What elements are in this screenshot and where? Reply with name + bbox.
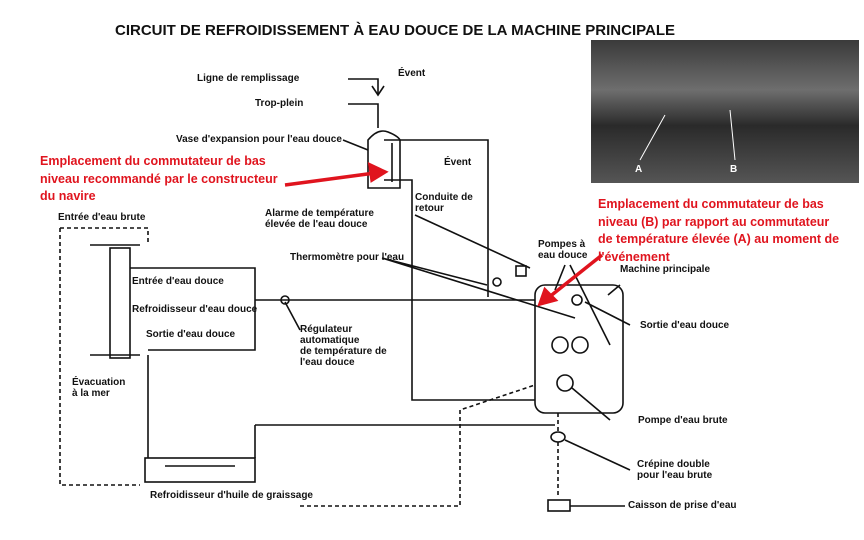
annotation-right-line: niveau (B) par rapport au commutateur: [598, 214, 830, 229]
label-strainer-1: Crépine double: [637, 459, 710, 470]
annotation-left-line: niveau recommandé par le constructeur: [40, 171, 278, 186]
red-arrows: [284, 162, 604, 307]
photo-label-a: A: [635, 164, 643, 175]
label-fw-inlet: Entrée d'eau douce: [132, 276, 224, 287]
label-regulator-3: de température de: [300, 346, 387, 357]
annotation-right-line: de température élevée (A) au moment de: [598, 232, 840, 246]
label-fw-outlet-left: Sortie d'eau douce: [146, 329, 236, 340]
label-fw-pumps-1: Pompes à: [538, 239, 586, 250]
label-fw-cooler: Refroidisseur d'eau douce: [132, 304, 258, 315]
label-strainer-2: pour l'eau brute: [637, 470, 713, 481]
annotation-left: Emplacement du commutateur de bas niveau…: [40, 153, 278, 206]
label-regulator-4: l'eau douce: [300, 357, 355, 368]
label-main-engine: Machine principale: [620, 264, 711, 275]
label-return-1: Conduite de: [415, 192, 473, 203]
label-overboard-1: Évacuation: [72, 377, 126, 388]
label-return-2: retour: [415, 203, 444, 214]
label-overboard-2: à la mer: [72, 388, 110, 399]
label-regulator-1: Régulateur: [300, 324, 353, 335]
annotation-left-line: du navire: [40, 189, 96, 203]
annotation-left-line: Emplacement du commutateur de bas: [40, 154, 266, 168]
diagram-title: CIRCUIT DE REFROIDISSEMENT À EAU DOUCE D…: [115, 22, 676, 39]
label-raw-water-inlet: Entrée d'eau brute: [58, 212, 146, 223]
switch-photo: A B: [591, 40, 859, 183]
label-alarm-2: élevée de l'eau douce: [265, 219, 368, 230]
annotation-right-line: Emplacement du commutateur de bas: [598, 197, 824, 211]
main-engine: [534, 284, 624, 414]
label-fill-line: Ligne de remplissage: [197, 73, 300, 84]
label-sea-chest: Caisson de prise d'eau: [628, 500, 737, 511]
label-alarm-1: Alarme de température: [265, 208, 374, 219]
label-thermometer: Thermomètre pour l'eau: [290, 252, 405, 263]
photo-label-b: B: [730, 164, 738, 175]
label-regulator-2: automatique: [300, 335, 360, 346]
label-fw-pumps-2: eau douce: [538, 250, 588, 261]
label-raw-pump: Pompe d'eau brute: [638, 415, 728, 426]
label-overflow: Trop-plein: [255, 98, 304, 109]
annotation-right-line: l'événement: [598, 249, 670, 264]
label-vent-top: Évent: [398, 68, 426, 79]
label-fw-outlet-right: Sortie d'eau douce: [640, 320, 730, 331]
label-vent-mid: Évent: [444, 157, 472, 168]
label-expansion-tank: Vase d'expansion pour l'eau douce: [176, 134, 342, 145]
label-oil-cooler: Refroidisseur d'huile de graissage: [150, 490, 313, 501]
annotation-right: Emplacement du commutateur de bas niveau…: [598, 196, 839, 266]
